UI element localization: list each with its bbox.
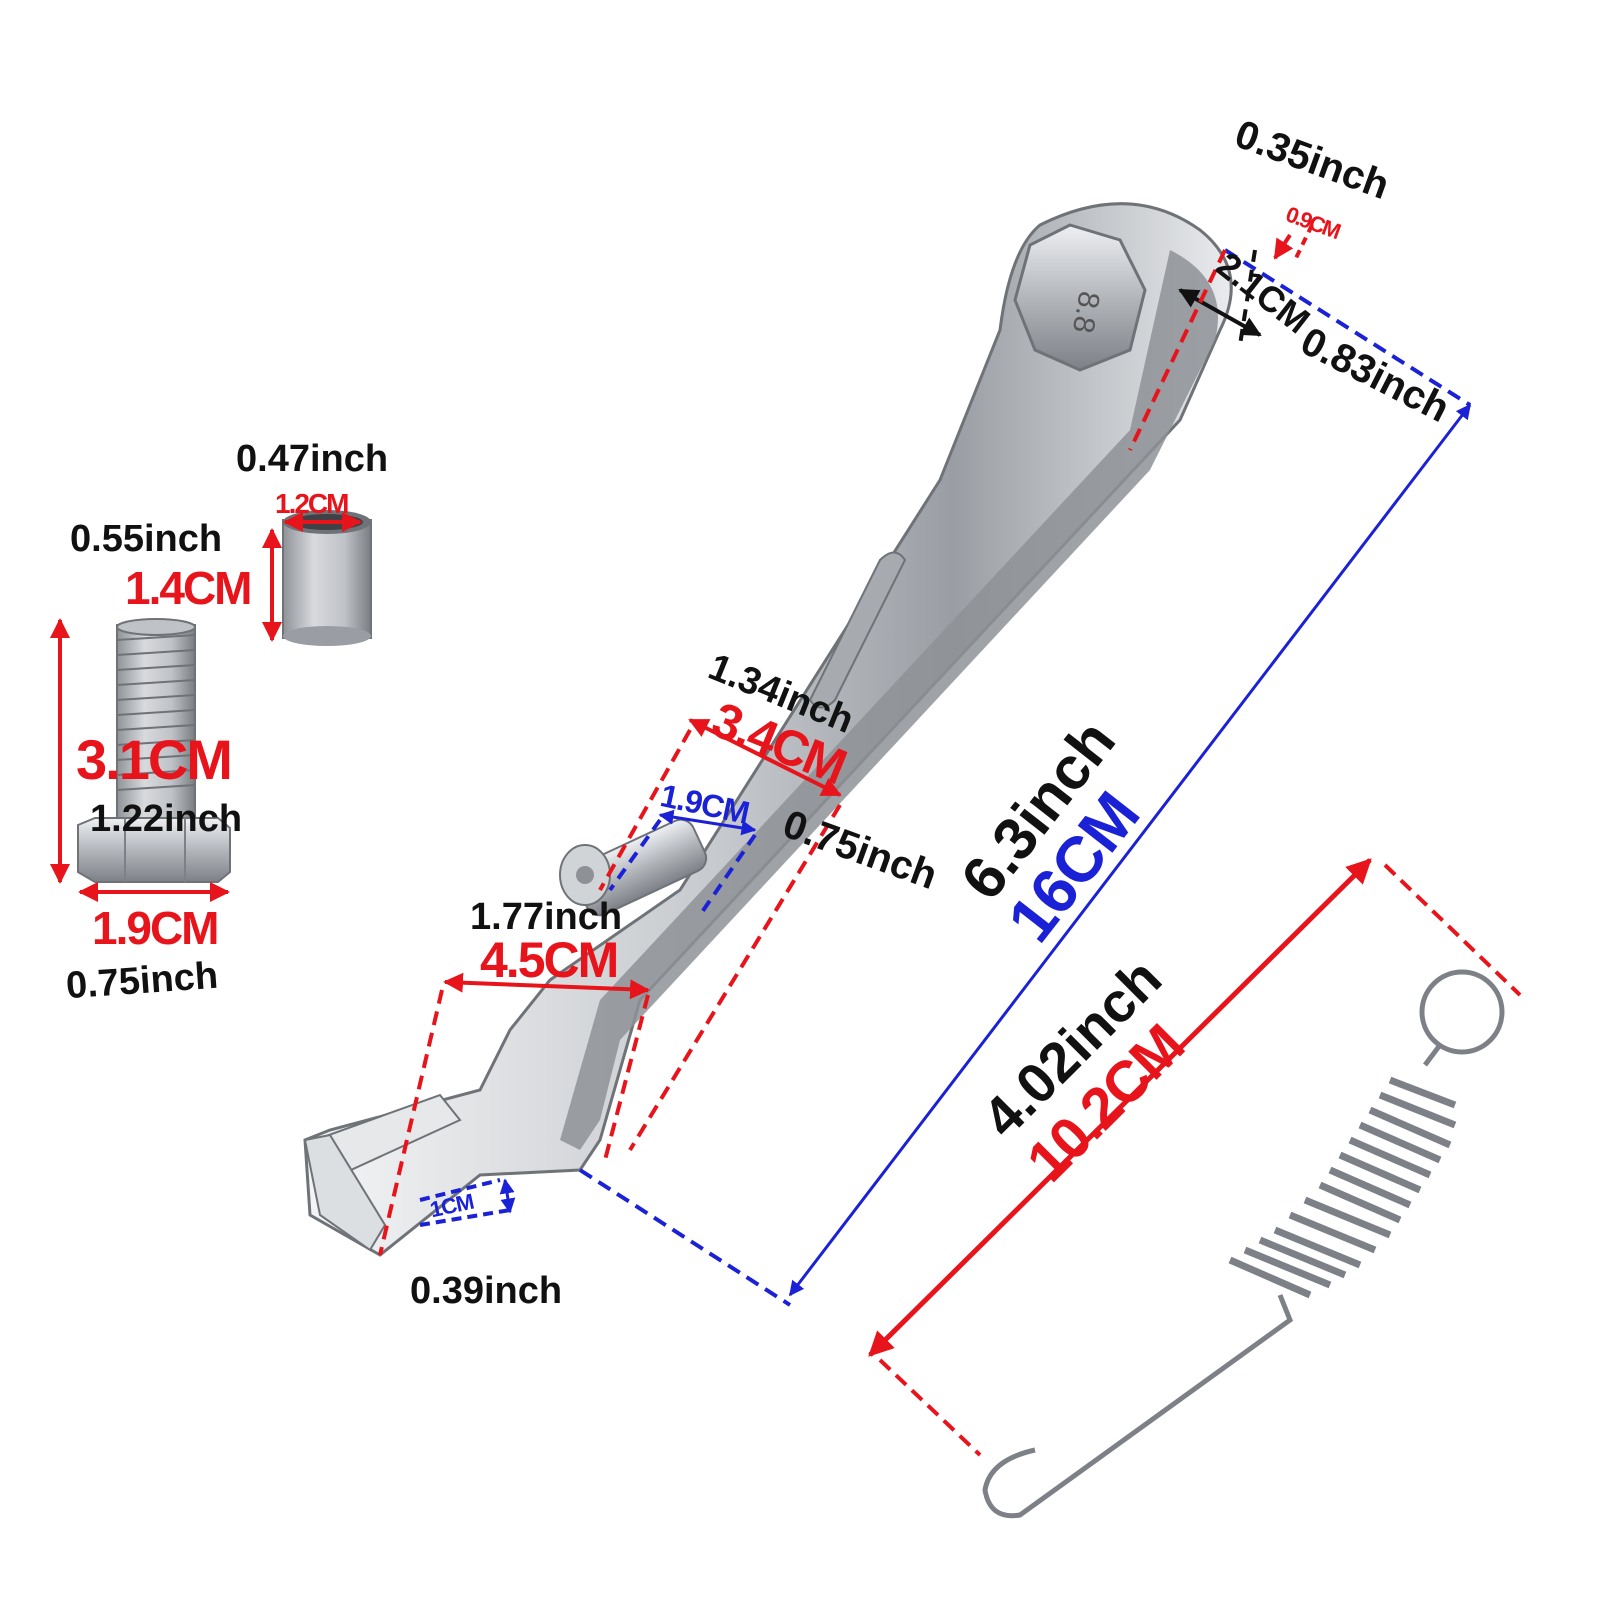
foot-length-cm: 4.5CM	[480, 932, 619, 988]
bolt-length-cm: 3.1CM	[76, 728, 233, 791]
top-red-ext	[1128, 249, 1227, 451]
bolt-head-mark: 8.8	[1066, 289, 1106, 336]
sleeve-illustration	[282, 510, 372, 646]
foot-ext-left	[378, 989, 444, 1256]
spring-ext-bottom	[878, 1358, 982, 1457]
top-bolt-head: 8.8	[1013, 223, 1147, 372]
spring-length-line	[868, 858, 1372, 1357]
dimension-lines	[50, 224, 1522, 1457]
foot-thickness-ext-a	[419, 1178, 501, 1202]
bolt-length-inch: 1.22inch	[90, 798, 243, 840]
foot-length-line	[443, 972, 650, 1000]
mount-ext-right	[628, 803, 842, 1152]
arm-length-ext-bottom	[578, 1168, 792, 1307]
pin-diameter-line	[658, 809, 757, 836]
top-width-ext	[1238, 249, 1257, 346]
bolt-illustration	[77, 618, 231, 883]
pin-ext-right	[698, 833, 757, 917]
foot-end	[303, 1133, 387, 1252]
sleeve-diameter-inch: 0.47inch	[236, 438, 389, 480]
spring-ext-top	[1383, 863, 1522, 997]
foot-length-inch: 1.77inch	[470, 896, 623, 938]
mount-ext-left	[598, 729, 692, 891]
bolt-head-width-cm: 1.9CM	[92, 902, 219, 954]
sleeve-diameter-cm: 1.2CM	[275, 488, 349, 519]
sleeve-length-inch: 0.55inch	[70, 518, 223, 560]
top-width-line	[1178, 288, 1262, 337]
pin-ext-left	[608, 818, 662, 892]
top-thickness-line-b	[1294, 224, 1314, 259]
mount-length-line	[688, 718, 842, 797]
bolt-head-width-inch: 0.75inch	[64, 954, 220, 1008]
arm-length-ext-top	[1223, 248, 1472, 407]
sleeve-length-cm: 1.4CM	[125, 562, 252, 614]
top-thickness-line-a	[1273, 233, 1294, 260]
foot-thickness-inch: 0.39inch	[410, 1270, 563, 1312]
foot-ext-right	[603, 994, 650, 1161]
foot-thickness-line	[499, 1178, 516, 1214]
